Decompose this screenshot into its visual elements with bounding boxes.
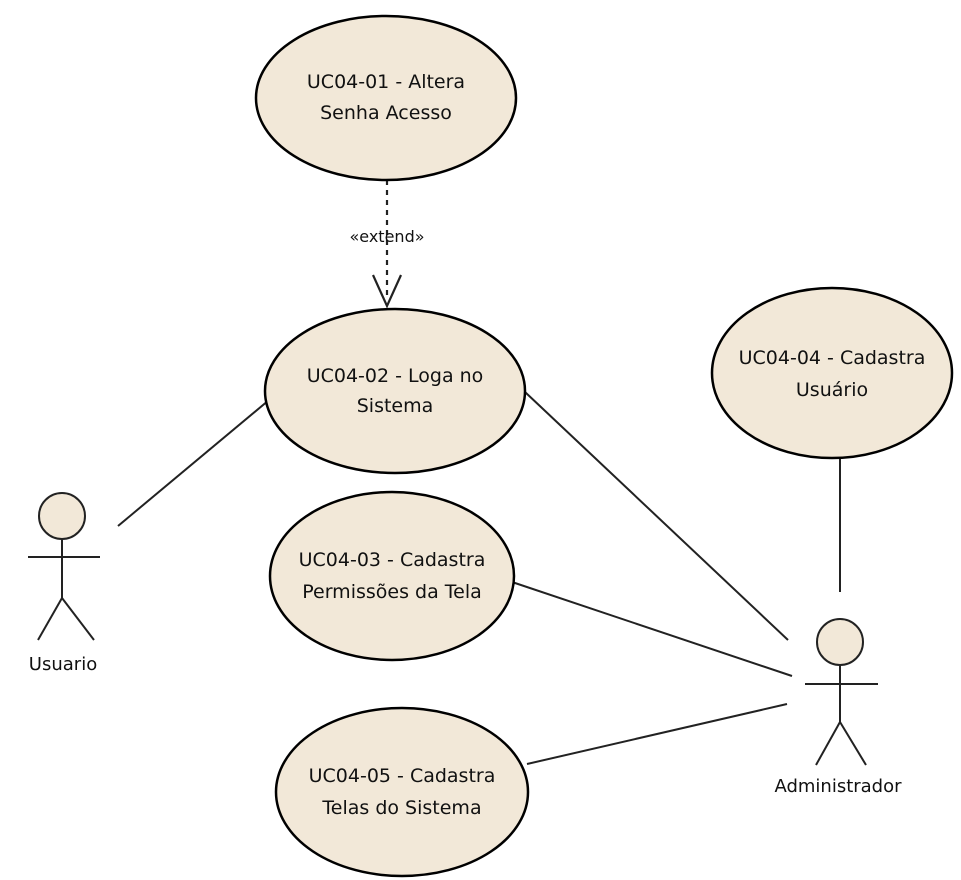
extend-dependency: «extend» [349,180,425,309]
use-case-label-line1: UC04-05 - Cadastra [309,765,496,787]
use-case-ellipse [254,14,518,182]
actor-left-leg [815,721,841,766]
extend-arrowhead [371,274,403,309]
assoc-usuario-uc02 [117,394,276,527]
actor-label: Usuario [29,654,97,675]
actor-right-leg [61,597,95,641]
use-case-ellipse [710,286,954,460]
use-case-label-line1: UC04-02 - Loga no [307,365,484,387]
use-case-label-line1: UC04-04 - Cadastra [739,347,926,369]
use-case-uc04-04[interactable]: UC04-04 - Cadastra Usuário [710,286,954,460]
use-case-ellipse [274,706,530,878]
use-case-label-line2: Telas do Sistema [321,797,481,819]
use-case-label-line1: UC04-03 - Cadastra [299,549,486,571]
associations [117,391,841,765]
use-case-label-line2: Permissões da Tela [302,581,482,603]
actor-head-icon [816,618,864,666]
use-case-ellipse [268,490,516,662]
use-case-uc04-01[interactable]: UC04-01 - Altera Senha Acesso [254,14,518,182]
actor-right-leg [839,721,867,766]
use-case-label-line2: Sistema [357,395,434,417]
use-case-uc04-03[interactable]: UC04-03 - Cadastra Permissões da Tela [268,490,516,662]
use-case-uc04-05[interactable]: UC04-05 - Cadastra Telas do Sistema [274,706,530,878]
extend-stereotype-label: «extend» [349,227,424,246]
actor-usuario[interactable]: Usuario [28,492,100,675]
use-case-ellipse [263,307,527,475]
use-case-uc04-02[interactable]: UC04-02 - Loga no Sistema [263,307,527,475]
actor-label: Administrador [774,776,902,797]
use-case-label-line1: UC04-01 - Altera [307,71,465,93]
use-case-label-line2: Senha Acesso [320,102,452,124]
assoc-administrador-uc03 [511,581,793,677]
actor-left-leg [37,597,63,641]
assoc-administrador-uc05 [526,703,788,765]
use-case-label-line2: Usuário [796,379,868,401]
actor-administrador[interactable]: Administrador [774,618,902,797]
assoc-administrador-uc02 [524,391,789,641]
actor-head-icon [38,492,86,540]
